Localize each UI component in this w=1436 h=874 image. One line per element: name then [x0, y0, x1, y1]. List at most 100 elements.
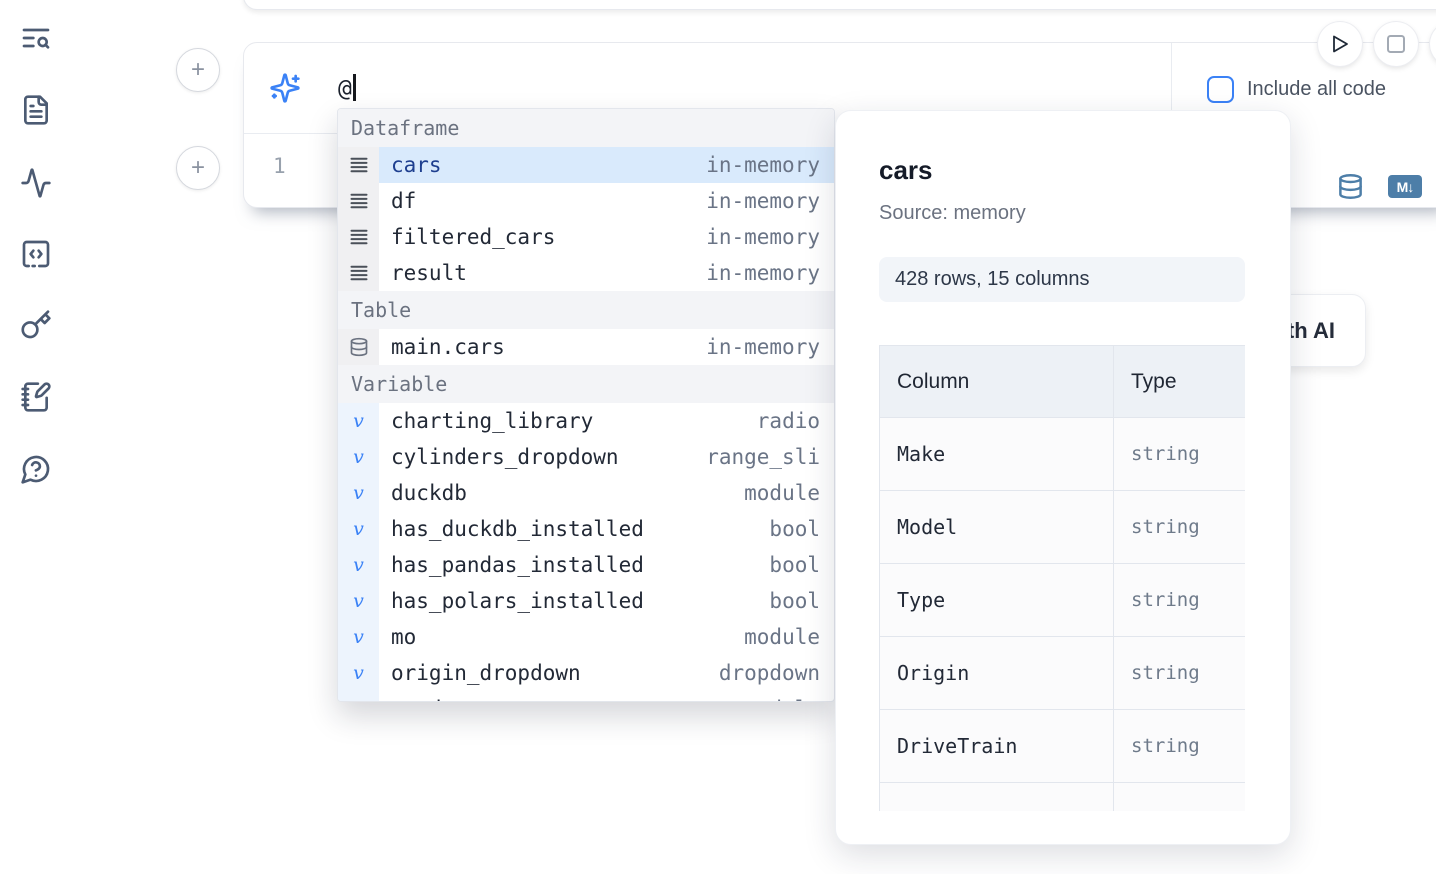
rows-icon	[338, 183, 379, 219]
autocomplete-item-pandas[interactable]: v pandas module	[338, 691, 834, 701]
key-icon[interactable]	[20, 309, 52, 341]
add-cell-below-button[interactable]: +	[176, 146, 220, 190]
variable-icon: v	[338, 691, 379, 701]
autocomplete-item-has_duckdb_installed[interactable]: v has_duckdb_installed bool	[338, 511, 834, 547]
left-sidebar	[0, 0, 72, 874]
add-cell-above-button[interactable]: +	[176, 48, 220, 92]
extra-action-button[interactable]	[1430, 22, 1436, 66]
autocomplete-item-kind: radio	[756, 409, 820, 433]
autocomplete-item-kind: in-memory	[706, 153, 820, 177]
variable-icon: v	[338, 547, 379, 583]
autocomplete-item-cars[interactable]: cars in-memory	[338, 147, 834, 183]
dataframe-preview-panel: cars Source: memory 428 rows, 15 columns…	[835, 110, 1291, 845]
ai-prompt-input[interactable]: @	[338, 74, 356, 102]
variable-icon: v	[338, 511, 379, 547]
schema-column-type: string	[1113, 490, 1245, 564]
schema-column-name: Type	[879, 563, 1114, 637]
notebook-pen-icon[interactable]	[20, 381, 52, 413]
autocomplete-item-kind: module	[744, 481, 820, 505]
dataframe-output-icon[interactable]	[1337, 171, 1364, 202]
database-icon	[338, 329, 379, 365]
cell-right-gutter: Include all code M↓	[1171, 43, 1436, 207]
autocomplete-item-main.cars[interactable]: main.cars in-memory	[338, 329, 834, 365]
line-number: 1	[273, 154, 286, 178]
variable-icon: v	[338, 655, 379, 691]
stop-cell-button[interactable]	[1374, 22, 1418, 66]
autocomplete-item-df[interactable]: df in-memory	[338, 183, 834, 219]
autocomplete-item-kind: bool	[769, 517, 820, 541]
autocomplete-item-kind: in-memory	[706, 189, 820, 213]
schema-column-type: string	[1113, 709, 1245, 783]
schema-header: Column	[879, 345, 1114, 418]
autocomplete-item-kind: in-memory	[706, 225, 820, 249]
variable-icon: v	[338, 583, 379, 619]
run-cell-button[interactable]	[1318, 22, 1362, 66]
autocomplete-item-cylinders_dropdown[interactable]: v cylinders_dropdown range_sli	[338, 439, 834, 475]
autocomplete-item-kind: range_sli	[706, 445, 820, 469]
preview-title: cars	[879, 155, 933, 185]
file-text-icon[interactable]	[20, 94, 52, 126]
schema-column-name: Model	[879, 490, 1114, 564]
autocomplete-item-has_pandas_installed[interactable]: v has_pandas_installed bool	[338, 547, 834, 583]
autocomplete-item-result[interactable]: result in-memory	[338, 255, 834, 291]
activity-icon[interactable]	[20, 167, 52, 199]
schema-column-name: DriveTrain	[879, 709, 1114, 783]
snippets-code-icon[interactable]	[20, 238, 52, 270]
ai-sparkles-icon	[269, 72, 301, 104]
shape-badge: 428 rows, 15 columns	[879, 257, 1245, 302]
autocomplete-item-kind: in-memory	[706, 261, 820, 285]
variable-icon: v	[338, 439, 379, 475]
autocomplete-item-kind: dropdown	[718, 661, 820, 685]
autocomplete-item-name: main.cars	[391, 335, 505, 359]
autocomplete-item-kind: in-memory	[706, 335, 820, 359]
code-editor[interactable]: 1	[244, 134, 1171, 207]
autocomplete-item-name: cylinders_dropdown	[391, 445, 619, 469]
autocomplete-item-name: cars	[391, 153, 442, 177]
autocomplete-item-filtered_cars[interactable]: filtered_cars in-memory	[338, 219, 834, 255]
schema-column-type: string	[1113, 563, 1245, 637]
autocomplete-item-name: duckdb	[391, 481, 467, 505]
variable-icon: v	[338, 475, 379, 511]
rows-icon	[338, 255, 379, 291]
autocomplete-section-header: Dataframe	[338, 109, 834, 147]
include-all-code-control[interactable]: Include all code	[1207, 76, 1386, 103]
markdown-output-icon[interactable]: M↓	[1388, 175, 1422, 198]
autocomplete-item-name: df	[391, 189, 417, 213]
rows-icon	[338, 147, 379, 183]
text-cursor	[352, 74, 356, 101]
autocomplete-item-kind: module	[744, 697, 820, 701]
autocomplete-item-kind: bool	[769, 553, 820, 577]
schema-column-name: Make	[879, 417, 1114, 491]
include-all-code-checkbox[interactable]	[1207, 76, 1234, 103]
autocomplete-section-header: Table	[338, 291, 834, 329]
schema-column-name: Origin	[879, 636, 1114, 710]
preview-source: Source: memory	[879, 202, 1026, 224]
autocomplete-item-name: filtered_cars	[391, 225, 556, 249]
schema-header: Type	[1113, 345, 1245, 418]
schema-column-type: string	[1113, 636, 1245, 710]
schema-column-type	[1113, 782, 1245, 811]
autocomplete-item-name: has_polars_installed	[391, 589, 644, 613]
autocomplete-item-name: result	[391, 261, 467, 285]
rows-icon	[338, 219, 379, 255]
autocomplete-item-name: has_duckdb_installed	[391, 517, 644, 541]
schema-column-type: string	[1113, 417, 1245, 491]
text-search-icon[interactable]	[20, 22, 52, 54]
help-chat-icon[interactable]	[20, 453, 52, 485]
autocomplete-item-name: pandas	[391, 697, 467, 701]
autocomplete-item-name: has_pandas_installed	[391, 553, 644, 577]
autocomplete-item-kind: module	[744, 625, 820, 649]
schema-row	[879, 782, 1245, 811]
